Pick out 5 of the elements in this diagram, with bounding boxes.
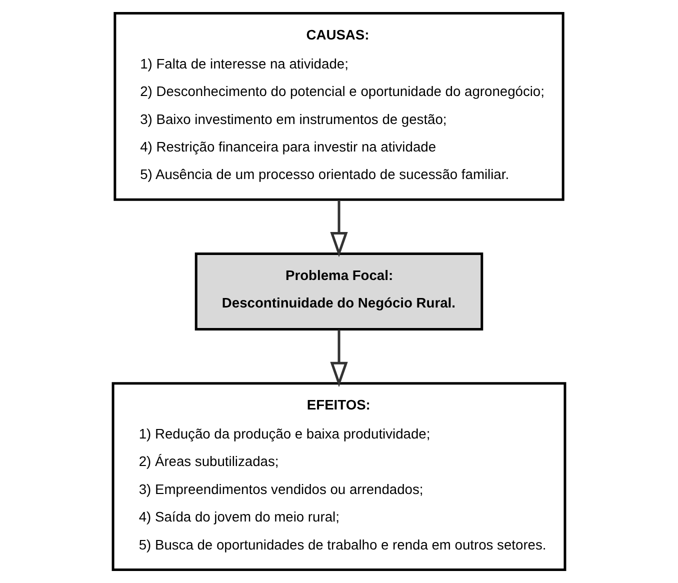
node-box: Problema Focal: Descontinuidade do Negócio Rural. [194, 252, 484, 331]
arrow [330, 330, 348, 388]
node-box: CAUSAS: 1) Falta de interesse na atividade; 2) Desconhecimento do potencial e oportunidade do agronegócio; 3) Baixo investimento em instrumentos de gestão; 4) Restrição financeira para investir na atividade 5) Ausência de um processo orientado de sucessão familiar. [114, 12, 564, 201]
node-box: EFEITOS: 1) Redução da produção e baixa produtividade; 2) Áreas subutilizadas; 3) Empreendimentos vendidos ou arrendados; 4) Saída do jovem do meio rural; 5) Busca de oportunidades de trabalho e renda em outros setores. [112, 382, 566, 571]
arrow [330, 200, 348, 258]
